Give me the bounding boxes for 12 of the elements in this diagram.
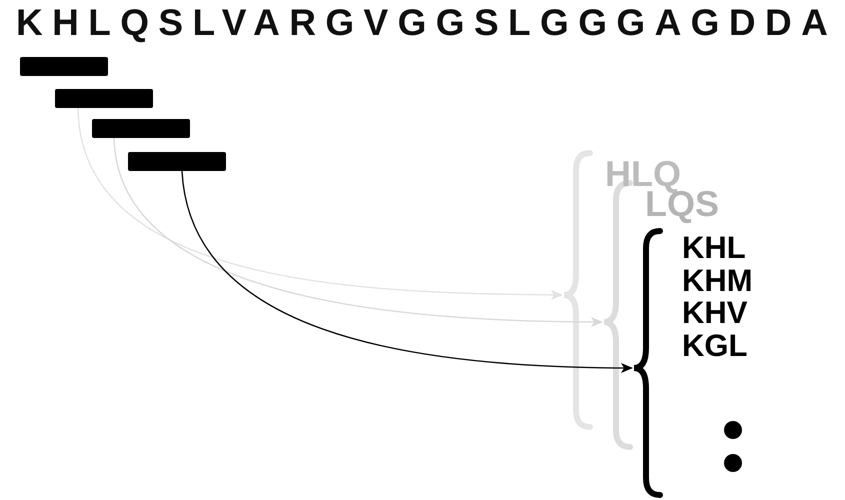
sequence-bar xyxy=(128,152,226,171)
curved-arrow xyxy=(77,108,563,300)
residue-triplet: KHM xyxy=(682,264,753,296)
residue-triplet: KHV xyxy=(682,297,748,328)
residue-triplet: KHL xyxy=(682,232,746,263)
curved-arrow xyxy=(181,170,633,373)
curved-arrow xyxy=(113,138,603,327)
sequence-bar xyxy=(92,119,190,138)
sequence-bar xyxy=(55,89,153,108)
protein-sequence: KHLQSLVARGVGGSLGGGAGDDA xyxy=(16,2,838,44)
residue-triplet: KGL xyxy=(682,330,748,362)
sequence-bar xyxy=(20,57,108,76)
